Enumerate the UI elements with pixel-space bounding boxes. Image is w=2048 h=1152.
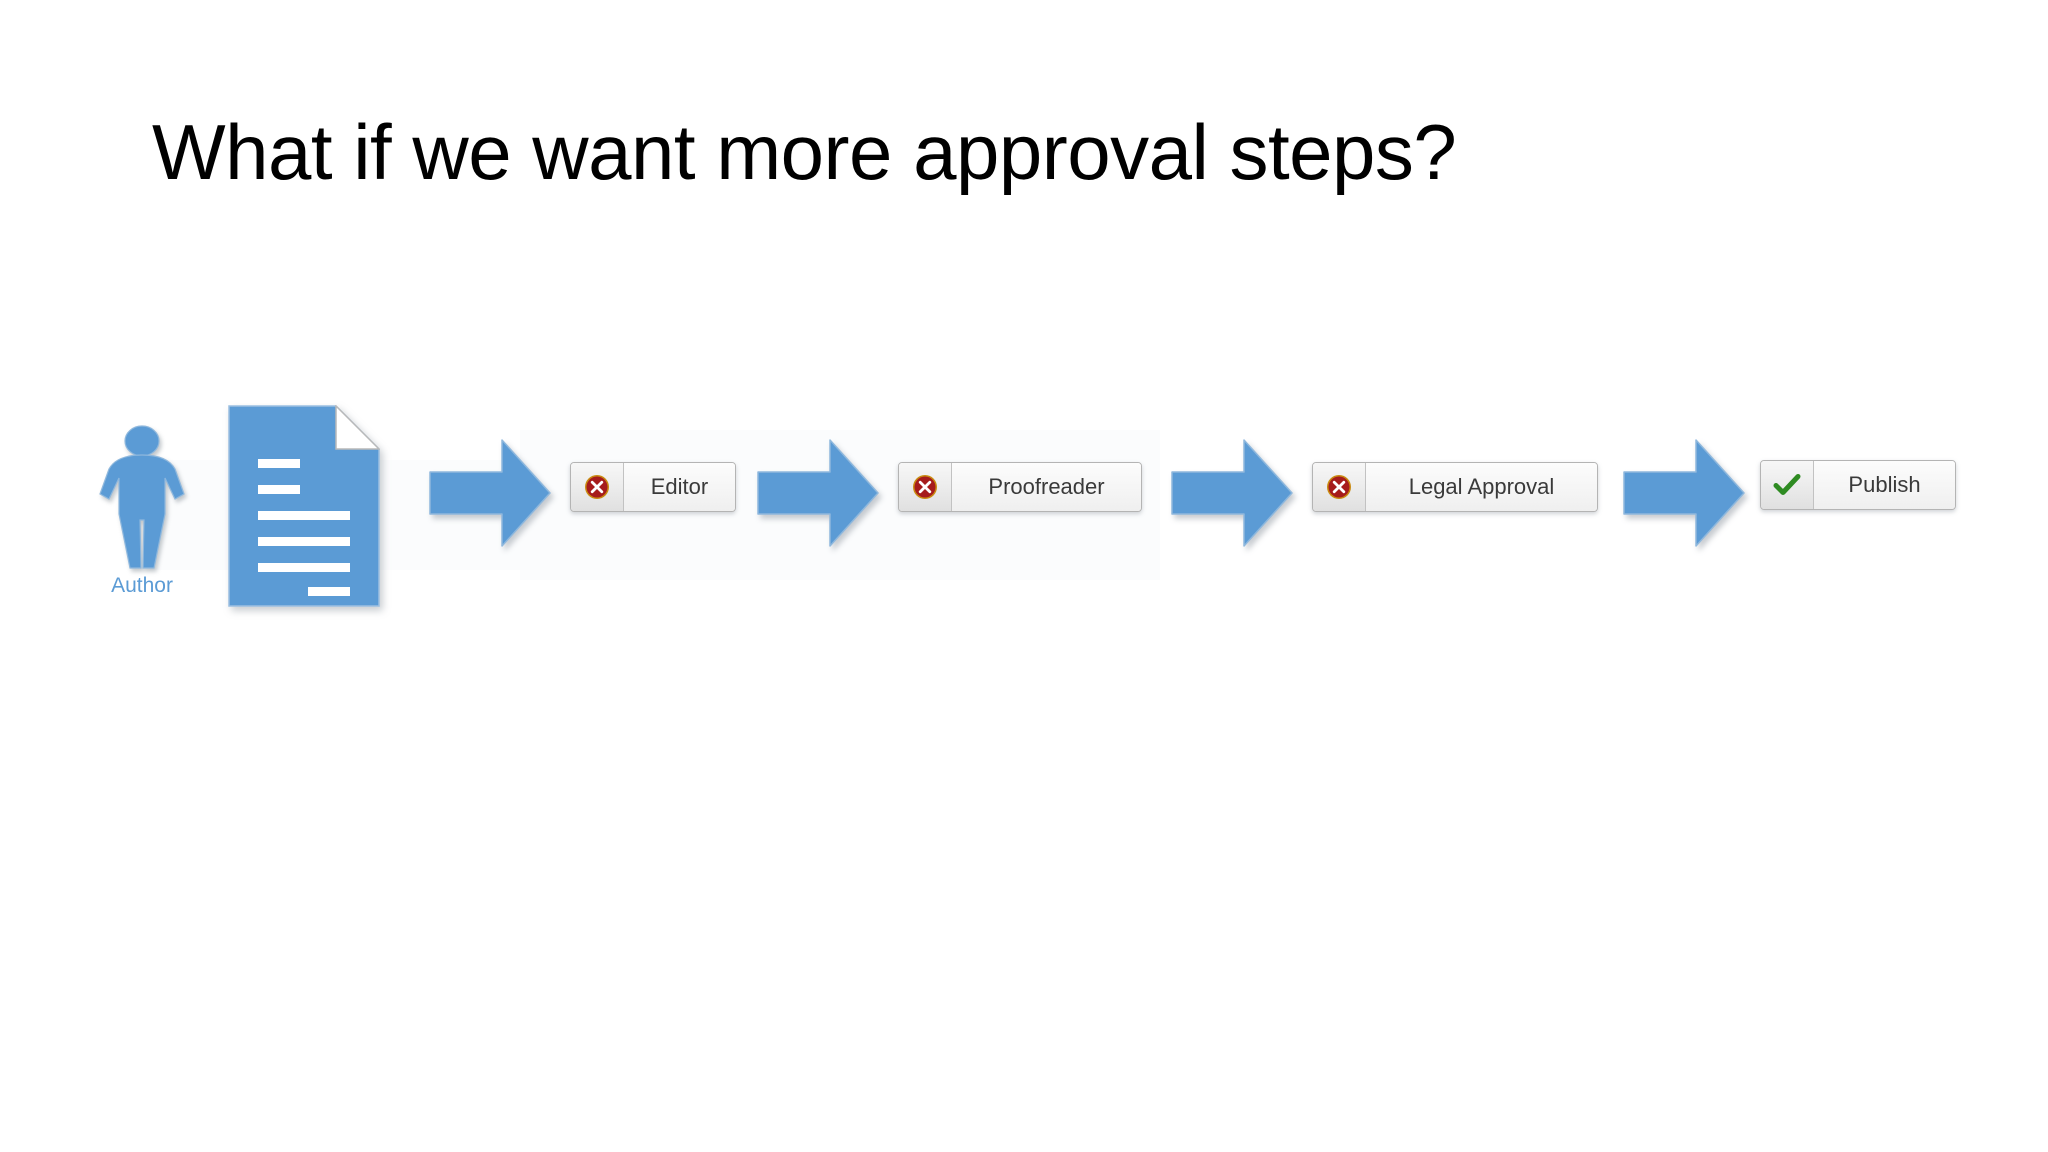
right-arrow-icon xyxy=(757,439,879,547)
document-icon xyxy=(228,405,380,607)
workflow-step-publish[interactable]: Publish xyxy=(1760,460,1956,510)
workflow-step-editor[interactable]: Editor xyxy=(570,462,736,512)
page-title: What if we want more approval steps? xyxy=(152,108,1457,196)
author-actor: Author xyxy=(92,422,192,607)
right-arrow-icon xyxy=(429,439,551,547)
circle-x-icon[interactable] xyxy=(1313,463,1366,511)
check-icon[interactable] xyxy=(1761,461,1814,509)
person-icon xyxy=(99,425,185,569)
workflow-step-legal-approval[interactable]: Legal Approval xyxy=(1312,462,1598,512)
right-arrow-icon xyxy=(1623,439,1745,547)
workflow-step-label: Legal Approval xyxy=(1366,463,1597,511)
author-label: Author xyxy=(111,574,173,597)
workflow-step-label: Publish xyxy=(1814,461,1955,509)
approval-workflow-diagram: Author Editor xyxy=(0,400,2048,620)
workflow-step-label: Editor xyxy=(624,463,735,511)
workflow-step-proofreader[interactable]: Proofreader xyxy=(898,462,1142,512)
workflow-step-label: Proofreader xyxy=(952,463,1141,511)
circle-x-icon[interactable] xyxy=(899,463,952,511)
circle-x-icon[interactable] xyxy=(571,463,624,511)
right-arrow-icon xyxy=(1171,439,1293,547)
